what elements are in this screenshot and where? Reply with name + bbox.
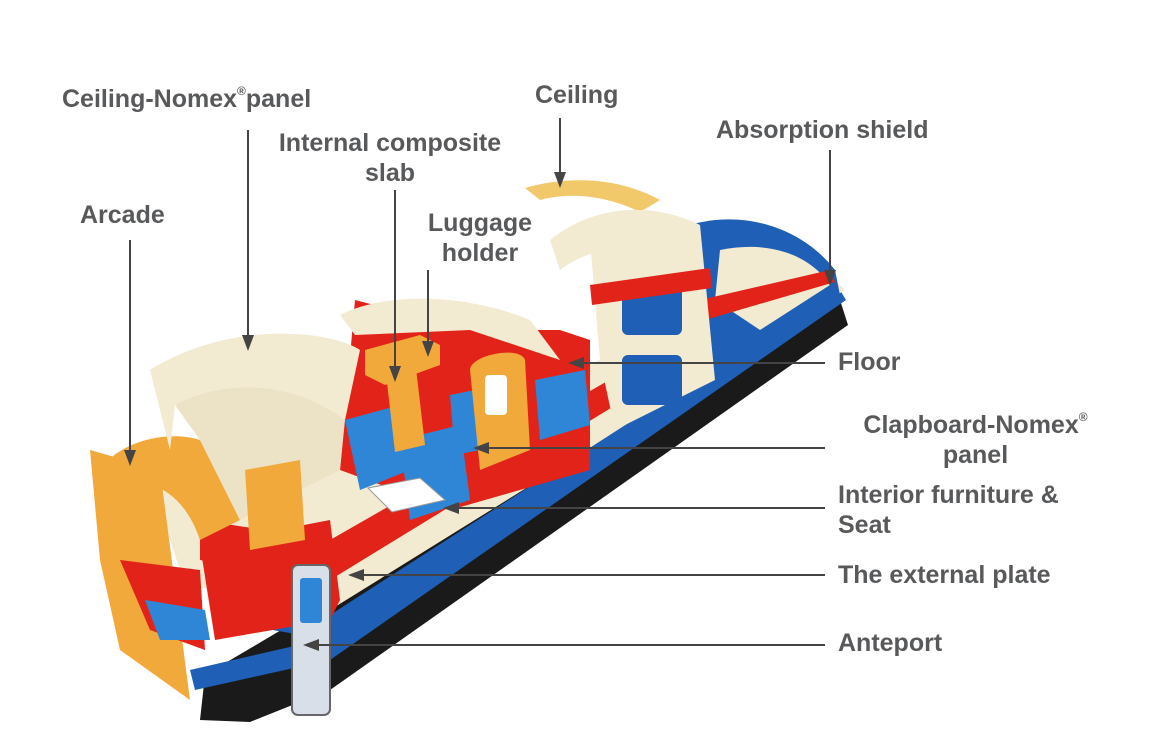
arrow-ceiling (554, 172, 566, 188)
seat-row-4 (535, 370, 590, 440)
luggage-holder (365, 335, 440, 385)
arrow-external-plate (348, 569, 364, 581)
leader-lines (129, 118, 831, 646)
label-luggage-holder: Luggage holder (410, 208, 550, 268)
middle-segment-window-lower (622, 355, 682, 405)
leader-arrowheads (124, 172, 836, 651)
roof-segment (550, 209, 700, 270)
internal-composite-slab (385, 360, 425, 452)
ceiling-nomex-panel-shade (175, 387, 345, 520)
label-absorption-shield-text: Absorption shield (716, 116, 929, 144)
arrow-arcade (124, 450, 136, 466)
label-internal-composite-line2: slab (364, 159, 416, 187)
label-interior-furniture-seat: Interior furniture & Seat (838, 480, 1059, 540)
label-ceiling-nomex-panel: Ceiling-Nomex®panel (62, 84, 311, 114)
arrow-absorption (824, 270, 836, 286)
label-floor-text: Floor (838, 348, 901, 376)
middle-red-band (590, 268, 712, 305)
label-interior-line2: Seat (838, 511, 891, 539)
label-arcade-text: Arcade (80, 201, 165, 229)
label-clapboard-line1: Clapboard-Nomex® (838, 410, 1113, 440)
arrow-interior (443, 502, 459, 514)
arrow-anteport (303, 639, 319, 651)
anteport-window (300, 578, 322, 623)
label-clapboard-line2: panel (942, 441, 1009, 469)
label-luggage-line2: holder (441, 239, 519, 267)
front-end-blue-floor (145, 600, 210, 640)
nose-red-stripe (700, 270, 835, 320)
label-clapboard-text: Clapboard-Nomex (863, 411, 1079, 439)
arrow-luggage (422, 341, 434, 357)
arrow-floor (568, 357, 584, 369)
label-external-plate: The external plate (838, 560, 1051, 590)
label-internal-composite-line1: Internal composite (278, 129, 502, 157)
label-floor: Floor (838, 347, 901, 377)
front-section-orange-panel (245, 460, 305, 550)
arrow-ceiling-nomex (242, 335, 254, 351)
label-luggage-line1: Luggage (427, 209, 533, 237)
label-absorption-shield: Absorption shield (716, 115, 929, 145)
label-ceiling-text: Ceiling (535, 81, 619, 109)
label-clapboard-nomex-panel: Clapboard-Nomex® panel (838, 410, 1113, 470)
label-interior-line1: Interior furniture & (838, 481, 1059, 509)
label-ceiling-nomex-suffix: panel (245, 85, 312, 113)
table (366, 477, 447, 513)
label-anteport: Anteport (838, 628, 942, 658)
label-ceiling-nomex-text: Ceiling-Nomex (62, 85, 238, 113)
registered-mark: ® (237, 84, 246, 98)
label-anteport-text: Anteport (838, 629, 943, 657)
ceiling-nomex-panel (150, 333, 360, 450)
ceiling-panel (525, 180, 660, 212)
label-ceiling: Ceiling (535, 80, 618, 110)
arrow-internal-slab (389, 366, 401, 382)
arrow-clapboard (473, 442, 489, 454)
label-internal-composite-slab: Internal composite slab (255, 128, 525, 188)
registered-mark: ® (1078, 410, 1088, 424)
clapboard-window (485, 375, 507, 415)
label-arcade: Arcade (80, 200, 165, 230)
label-external-plate-text: The external plate (838, 561, 1051, 589)
arcade-arch (100, 436, 240, 540)
